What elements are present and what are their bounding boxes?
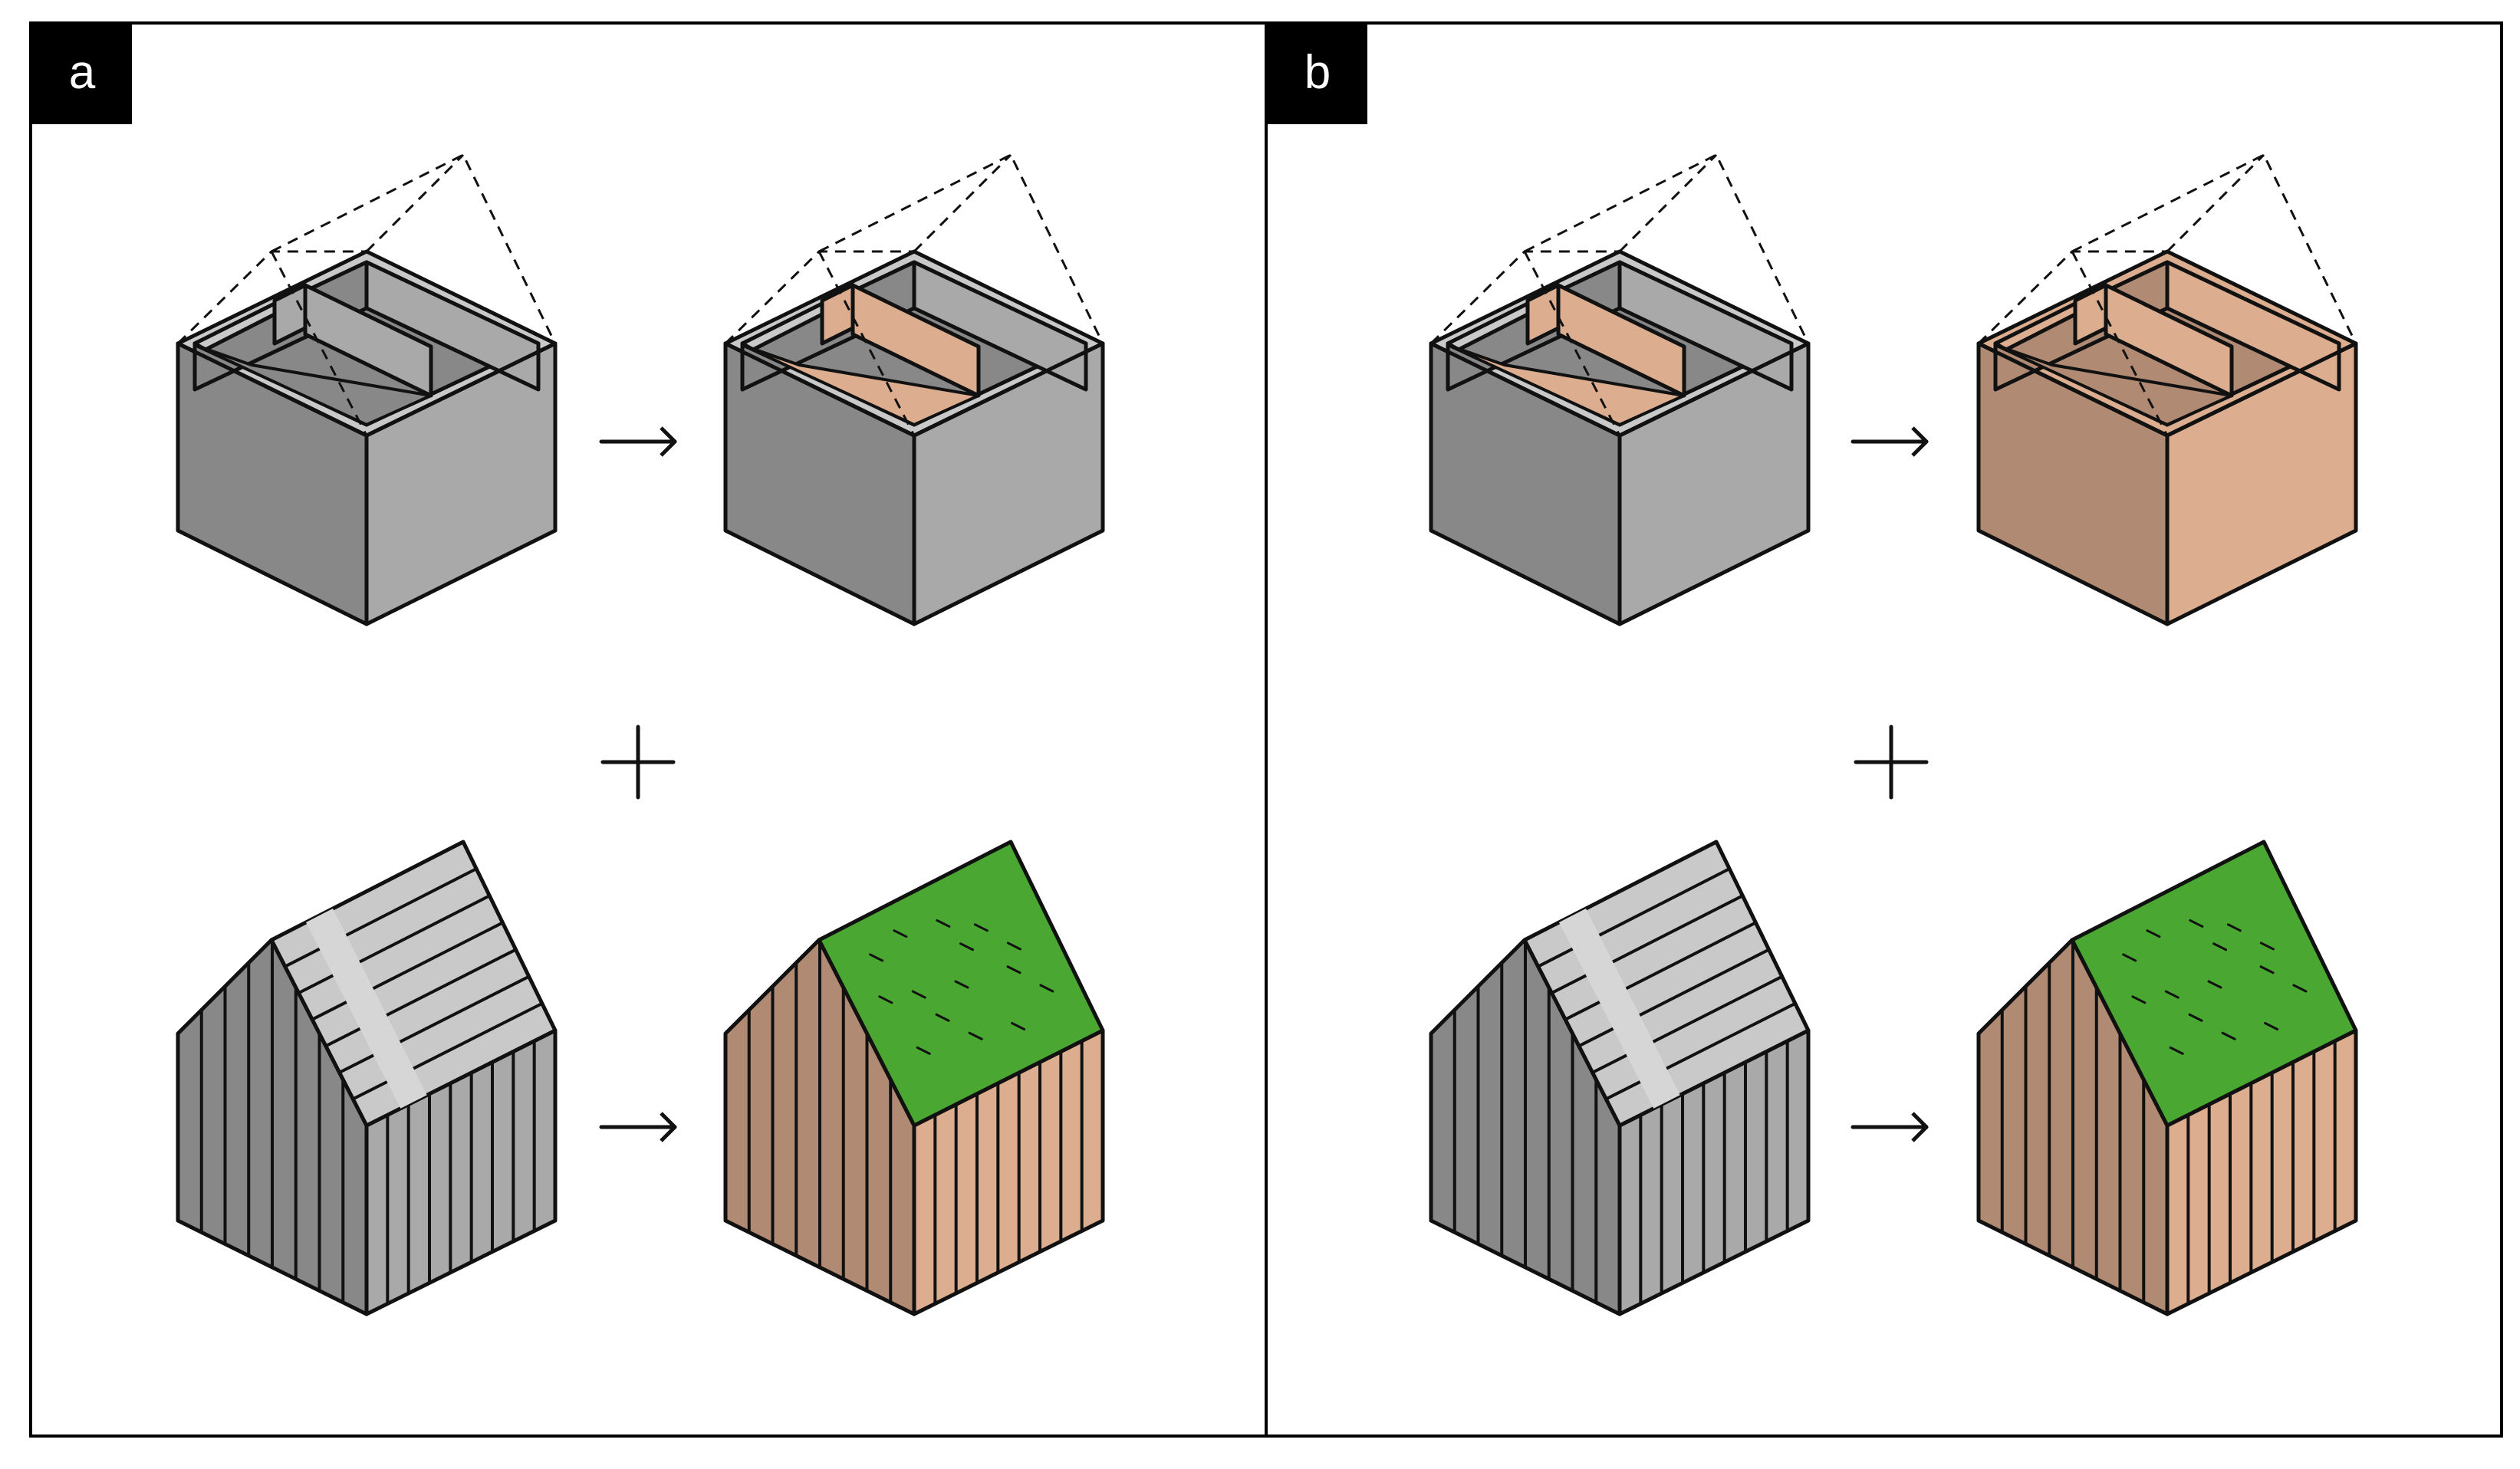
roof-seam (324, 948, 518, 1048)
grass-stroke (973, 923, 989, 932)
house-a-before (176, 840, 558, 1316)
roof-highlight (1559, 909, 1680, 1109)
box-partition-wall (820, 283, 855, 346)
grass-stroke (2207, 980, 2222, 989)
grass-stroke (2259, 942, 2275, 951)
box-a-after (723, 153, 1105, 626)
roof-seam (311, 921, 505, 1021)
grass-stroke (1039, 984, 1054, 993)
roof-seam (1604, 1001, 1797, 1101)
grass-stroke (2259, 965, 2275, 974)
grass-stroke (2292, 984, 2308, 993)
roof-seam (283, 867, 479, 968)
grass-stroke (916, 1046, 931, 1055)
roof-outline-diag (270, 251, 368, 436)
box-b-before (1429, 153, 1811, 626)
right-arrow-icon (599, 426, 677, 457)
grass-stroke (2188, 1013, 2203, 1022)
grass-stroke (2221, 1031, 2236, 1040)
right-arrow-icon (599, 1112, 677, 1142)
grass-stroke (1011, 1021, 1026, 1030)
grass-stroke (2164, 990, 2180, 999)
panel-label-b: b (1268, 25, 1367, 124)
grass-stroke (2169, 1046, 2184, 1055)
box-a-before (176, 153, 558, 626)
grass-stroke (959, 942, 975, 951)
roof-seam (337, 974, 531, 1074)
grass-stroke (869, 953, 884, 962)
grass-stroke (936, 919, 951, 928)
house-roof (1522, 840, 1811, 1128)
roof-outline-back (365, 153, 465, 253)
grass-stroke (968, 1031, 983, 1040)
house-roof (269, 840, 558, 1128)
right-arrow-icon (1851, 426, 1929, 457)
box-room-floor (1446, 343, 1686, 426)
roof-seam (1577, 948, 1771, 1048)
grass-stroke (2212, 942, 2228, 951)
roof-outline-back (1618, 153, 1718, 253)
box-partition-wall (1525, 283, 1561, 346)
house-b-after (1976, 840, 2358, 1316)
plus-icon (1854, 725, 1929, 800)
grass-stroke (2122, 953, 2137, 962)
grass-stroke (911, 990, 926, 999)
grass-stroke (2264, 1021, 2279, 1030)
box-b-after (1976, 153, 2358, 626)
grass-stroke (935, 1013, 950, 1022)
roof-seam (1591, 974, 1784, 1074)
grass-stroke (2189, 919, 2204, 928)
house-a-after (723, 840, 1105, 1316)
grass-stroke (878, 995, 893, 1004)
house-b-before (1429, 840, 1811, 1316)
roof-seam (1536, 867, 1732, 968)
roof-outline-back (2166, 153, 2265, 253)
box-room-floor (193, 343, 433, 426)
roof-seam (1564, 921, 1758, 1021)
roof-outline-ridge (818, 153, 1104, 344)
grass-stroke (2226, 923, 2242, 932)
grass-stroke (1006, 965, 1021, 974)
grass-stroke (2131, 995, 2147, 1004)
roof-outline-ridge (2071, 153, 2357, 344)
box-room-floor (741, 343, 980, 426)
roof-outline-diag (2071, 251, 2169, 436)
roof-highlight (306, 909, 427, 1109)
roof-seam (351, 1001, 544, 1101)
right-arrow-icon (1851, 1112, 1929, 1142)
roof-seam (1550, 894, 1745, 995)
roof-seam (297, 894, 492, 995)
roof-outline-ridge (1524, 153, 1810, 344)
panel-label-a: a (32, 25, 132, 124)
roof-outline-ridge (271, 153, 557, 344)
grass-stroke (2146, 929, 2161, 938)
box-partition-wall (272, 283, 308, 346)
grass-stroke (893, 929, 908, 938)
roof-outline-diag (818, 251, 916, 436)
roof-outline-diag (1523, 251, 1621, 436)
box-partition-wall (2073, 283, 2108, 346)
grass-stroke (1006, 942, 1021, 951)
plus-icon (600, 725, 676, 800)
roof-outline-back (913, 153, 1012, 253)
grass-stroke (954, 980, 969, 989)
box-room-floor (1994, 343, 2233, 426)
